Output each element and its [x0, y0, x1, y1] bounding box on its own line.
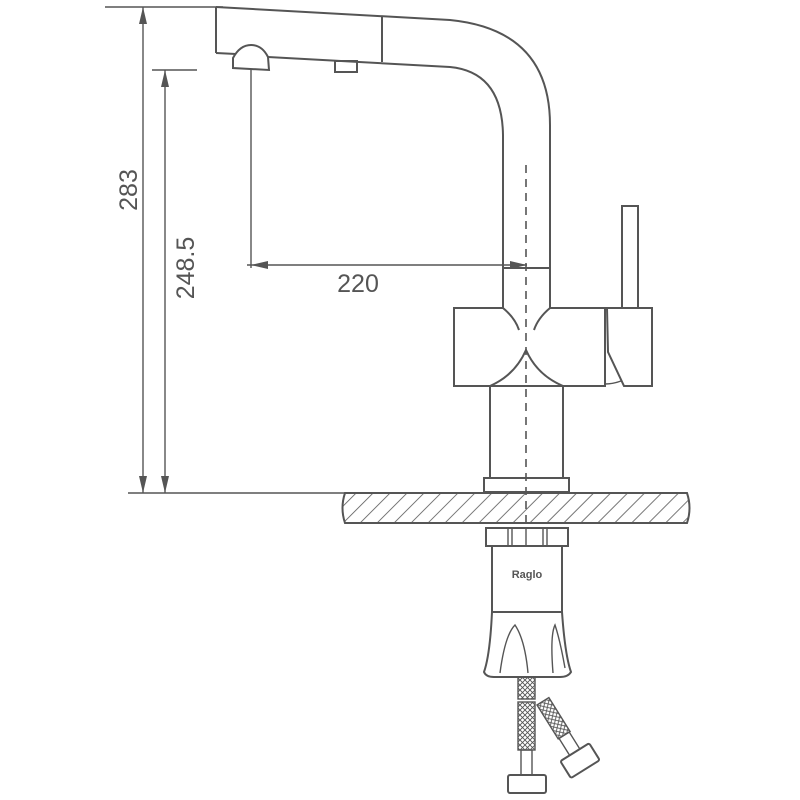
hose-nut-right — [560, 742, 600, 779]
brand-logo: Raglo — [512, 569, 543, 581]
spout — [215, 6, 551, 308]
supply-hoses — [507, 676, 600, 794]
spray-button — [334, 60, 358, 73]
dimension-spout-height: 248.5 — [152, 69, 200, 493]
dimension-total-height: 283 — [105, 6, 223, 493]
hose-nut-left — [507, 774, 547, 794]
aerator — [232, 43, 271, 72]
dimension-label-283: 283 — [115, 169, 143, 211]
countertop — [341, 492, 691, 524]
mounting-nut — [485, 527, 569, 547]
lever-handle — [604, 205, 653, 387]
mounting-assembly: Raglo — [482, 527, 573, 678]
dimension-spout-reach: 220 — [247, 70, 527, 298]
dimension-label-248-5: 248.5 — [172, 237, 200, 300]
faucet-body — [453, 307, 606, 493]
dimension-label-220: 220 — [337, 270, 379, 298]
